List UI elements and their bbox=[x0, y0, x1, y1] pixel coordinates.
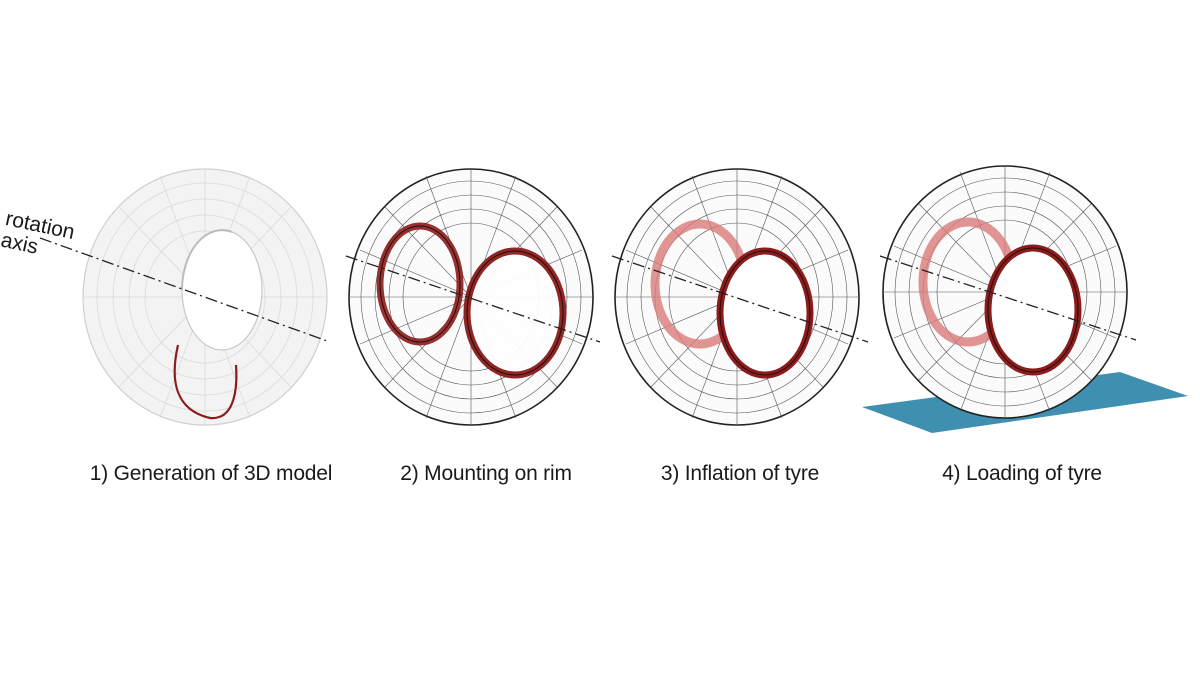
caption-step-4: 4) Loading of tyre bbox=[942, 462, 1102, 485]
rotation-axis-4 bbox=[879, 255, 1137, 341]
tyre-model-stage-3 bbox=[614, 168, 860, 426]
caption-step-2: 2) Mounting on rim bbox=[400, 462, 572, 485]
rotation-axis-2 bbox=[345, 255, 601, 343]
caption-step-3: 3) Inflation of tyre bbox=[660, 462, 820, 485]
tyre-1-bead-profile bbox=[173, 344, 238, 420]
rim-half-left bbox=[376, 222, 464, 346]
rotation-axis-3 bbox=[611, 255, 869, 343]
rotation-axis-lines bbox=[39, 237, 1137, 343]
rotation-axis-1 bbox=[39, 237, 331, 343]
tyre-model-stage-1 bbox=[82, 168, 328, 426]
tyre-model-stage-2 bbox=[348, 168, 594, 426]
tyre-model-stage-4 bbox=[862, 165, 1188, 433]
caption-step-1: 1) Generation of 3D model bbox=[89, 462, 333, 485]
